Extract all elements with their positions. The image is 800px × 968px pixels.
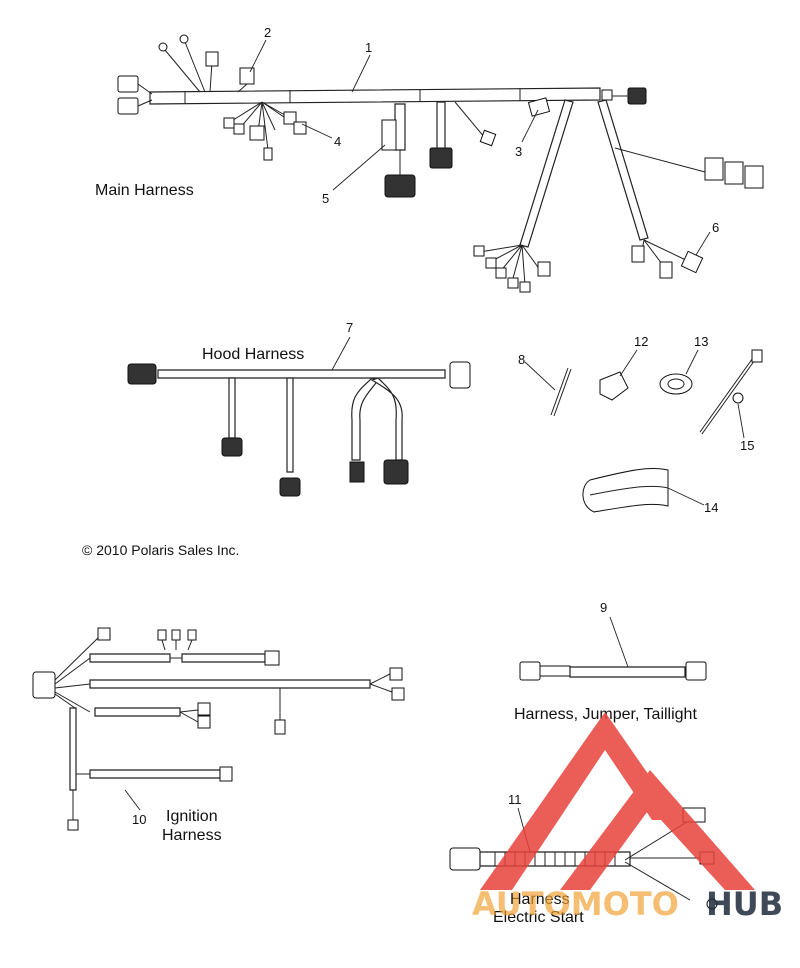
callout-13: 13 [694,334,708,349]
callout-8: 8 [518,352,525,367]
callout-6: 6 [712,220,719,235]
small-parts-drawing [550,349,763,513]
callout-2: 2 [264,25,271,40]
hood-harness-title: Hood Harness [202,346,304,363]
callout-3: 3 [515,144,522,159]
jumper-callouts: 9 Harness, Jumper, Taillight [514,600,697,723]
callout-10: 10 [132,812,146,827]
callout-11: 11 [508,792,522,807]
ignition-title-line1: Ignition [166,808,218,825]
jumper-taillight-drawing [519,661,707,681]
watermark-logo: AUTOMOTO HUB [472,712,783,923]
callout-15: 15 [740,438,754,453]
ignition-callouts: 10 Ignition Harness [124,789,222,844]
callout-4: 4 [334,134,341,149]
ignition-harness-drawing [32,627,405,831]
small-parts-callouts: 8 12 13 14 15 [518,334,754,515]
callout-14: 14 [704,500,718,515]
main-harness-drawing [117,34,764,293]
callout-1: 1 [365,40,372,55]
main-harness-callouts: 1 2 3 4 5 6 Main Harness [95,25,719,256]
callout-9: 9 [600,600,607,615]
watermark-text-hub: HUB [706,885,783,923]
electric-start-title-line2: Electric Start [493,909,584,926]
hood-harness-callouts: 7 Hood Harness [202,320,353,371]
hood-harness-drawing [127,361,471,497]
copyright-text: © 2010 Polaris Sales Inc. [82,542,239,558]
watermark-text-automoto: AUTOMOTO [472,885,679,923]
callout-12: 12 [634,334,648,349]
callout-5: 5 [322,191,329,206]
callout-7: 7 [346,320,353,335]
electric-start-title-line1: Harness [510,891,570,908]
main-harness-title: Main Harness [95,182,194,199]
ignition-title-line2: Harness [162,827,222,844]
